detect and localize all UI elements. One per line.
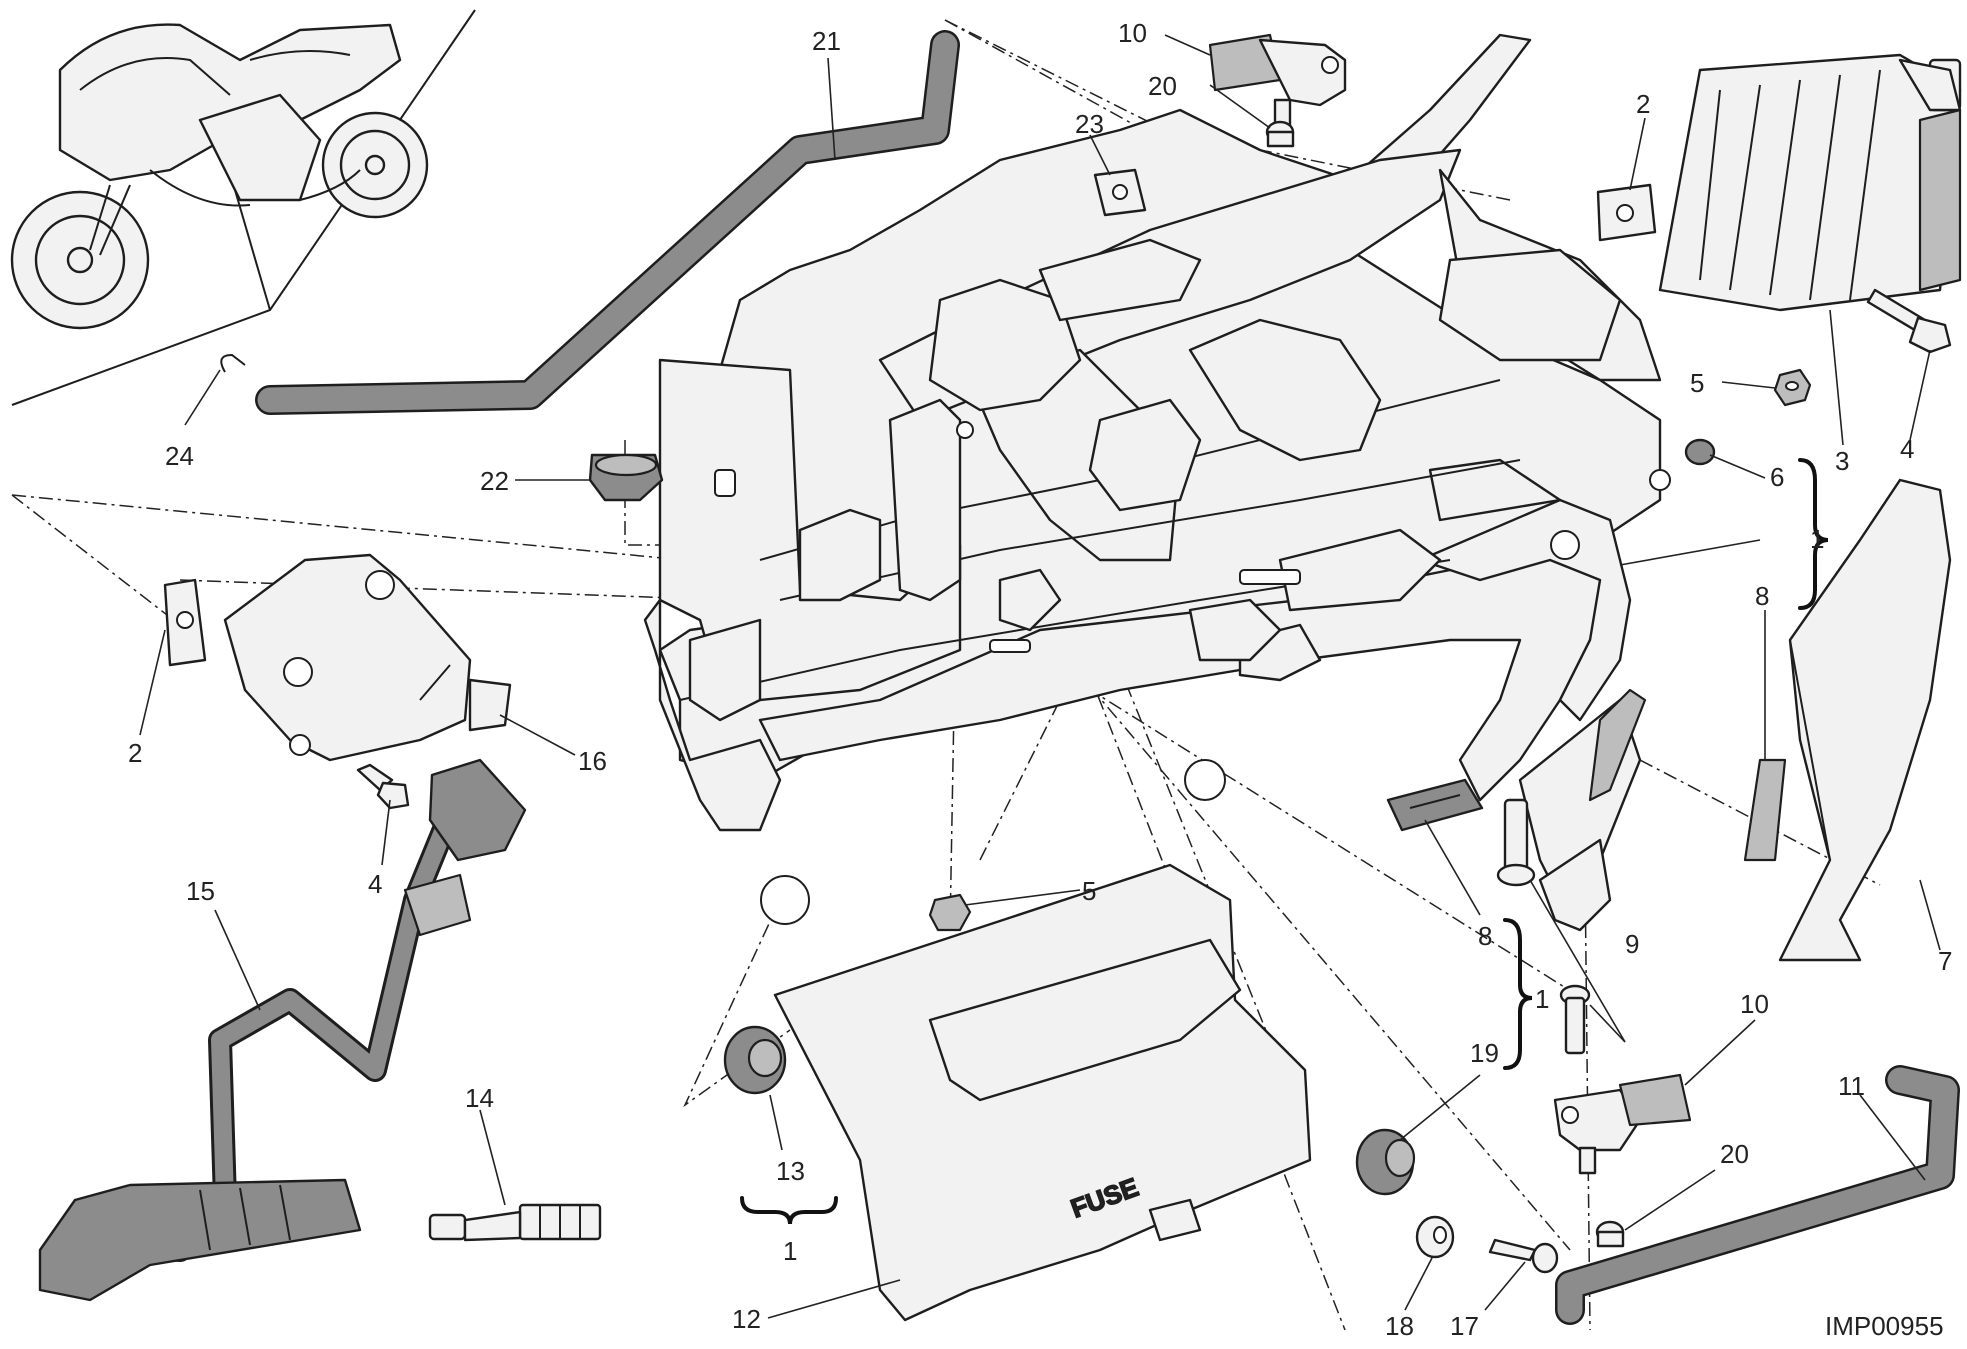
callout-2-left: 2 xyxy=(128,738,142,768)
hose-21 xyxy=(255,30,960,415)
hose-clamp-lower xyxy=(1595,1220,1625,1248)
bolt-upper xyxy=(1866,288,1952,354)
nut-lower xyxy=(928,893,972,932)
bolt-lower-left xyxy=(356,763,410,810)
screw-9-upper xyxy=(1496,798,1536,887)
callout-20-upper: 20 xyxy=(1148,71,1177,101)
screw-9-lower xyxy=(1559,984,1591,1055)
callout-6: 6 xyxy=(1770,462,1784,492)
hose-clamp-upper xyxy=(1265,120,1295,148)
callout-1-middle: 1 xyxy=(1535,984,1549,1014)
callout-21: 21 xyxy=(812,26,841,56)
speed-nut-clip-left xyxy=(163,578,207,667)
diagram-code: IMP00955 xyxy=(1825,1311,1944,1341)
callout-8-lower: 8 xyxy=(1478,921,1492,951)
callout-20-lower: 20 xyxy=(1720,1139,1749,1169)
callout-1-upper: 1 xyxy=(1810,524,1824,554)
grommet-22 xyxy=(588,453,664,502)
callout-1-lower: 1 xyxy=(783,1236,797,1266)
callout-leaders xyxy=(139,34,1941,1319)
callout-9: 9 xyxy=(1625,929,1639,959)
screw-17 xyxy=(1488,1238,1559,1274)
callout-15: 15 xyxy=(186,876,215,906)
callout-2-upper: 2 xyxy=(1636,89,1650,119)
grommet-13 xyxy=(723,1025,787,1095)
rubber-pad xyxy=(1386,778,1484,832)
callout-17: 17 xyxy=(1450,1311,1479,1341)
rubber-strip-vertical xyxy=(1743,758,1787,862)
callout-13: 13 xyxy=(776,1156,805,1186)
motorcycle-sketch xyxy=(10,23,429,330)
hose-clip-24 xyxy=(220,353,246,373)
callout-19: 19 xyxy=(1470,1038,1499,1068)
callout-14: 14 xyxy=(465,1083,494,1113)
group-braces xyxy=(740,458,1829,1225)
pressure-sensor-upper xyxy=(1208,33,1347,137)
callout-24: 24 xyxy=(165,441,194,471)
callout-5-upper: 5 xyxy=(1690,368,1704,398)
callout-10-upper: 10 xyxy=(1118,18,1147,48)
callout-16: 16 xyxy=(578,746,607,776)
nut-upper xyxy=(1773,368,1812,407)
callout-22: 22 xyxy=(480,466,509,496)
grommet-19 xyxy=(1355,1128,1416,1196)
hose-11 xyxy=(1555,1065,1960,1325)
callout-7: 7 xyxy=(1938,946,1952,976)
side-cover-panel xyxy=(1778,478,1952,962)
main-bracket-frame xyxy=(643,33,1671,932)
callout-8-upper: 8 xyxy=(1755,581,1769,611)
speed-nut-clip-23 xyxy=(1093,168,1147,217)
callout-3: 3 xyxy=(1835,446,1849,476)
speed-nut-clip-upper xyxy=(1596,183,1657,242)
spark-plug-14 xyxy=(428,1203,602,1242)
ignition-coil-16 xyxy=(223,553,512,762)
callout-18: 18 xyxy=(1385,1311,1414,1341)
spark-plug-lead-15 xyxy=(38,758,527,1302)
callout-10-lower: 10 xyxy=(1740,989,1769,1019)
callout-5-lower: 5 xyxy=(1082,876,1096,906)
callout-12: 12 xyxy=(732,1304,761,1334)
motorcycle-inset xyxy=(10,9,476,406)
callout-4-left: 4 xyxy=(368,869,382,899)
ecu-module xyxy=(1658,53,1962,312)
callout-labels: 21 10 20 23 2 24 22 5 3 4 6 1 8 2 16 4 1… xyxy=(128,18,1952,1341)
callout-11: 11 xyxy=(1838,1071,1865,1101)
grommet-small xyxy=(1684,438,1716,466)
washer-18 xyxy=(1415,1215,1455,1259)
callout-23: 23 xyxy=(1075,109,1104,139)
callout-4-upper: 4 xyxy=(1900,434,1914,464)
fuse-cover-12: FUSE xyxy=(773,863,1312,1322)
pressure-sensor-lower xyxy=(1553,1073,1692,1175)
